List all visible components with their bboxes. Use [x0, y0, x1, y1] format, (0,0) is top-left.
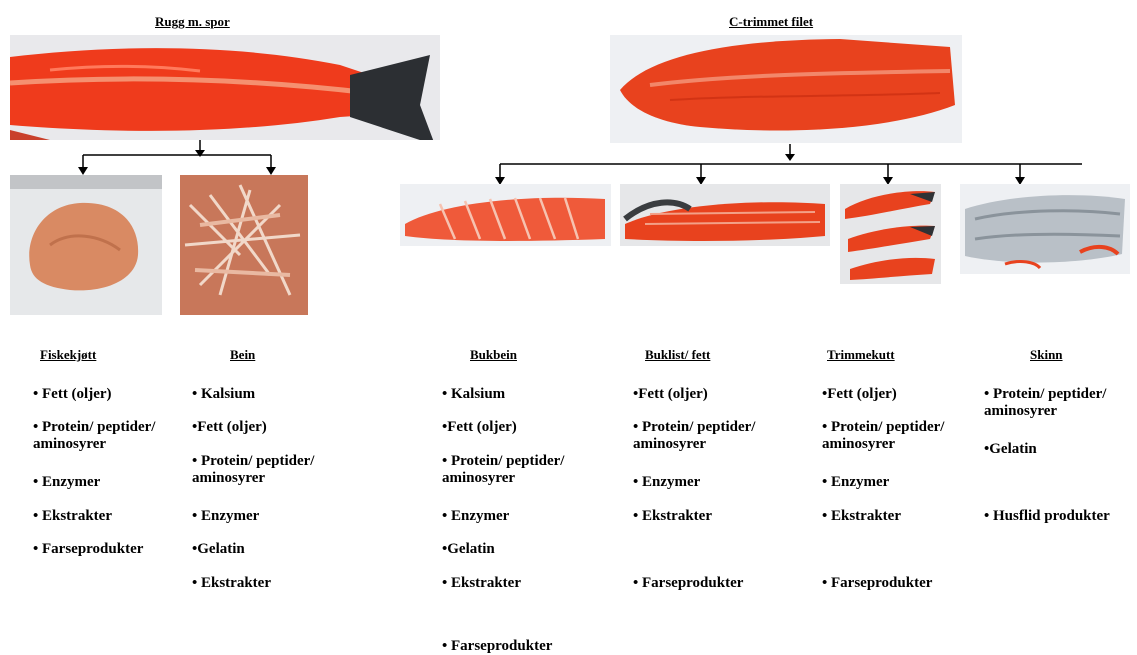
heading-buklist-fett: Buklist/ fett — [645, 347, 710, 363]
list-item: • Farseprodukter — [33, 541, 143, 558]
list-item: • Ekstrakter — [192, 575, 271, 592]
photo-bein — [180, 175, 308, 315]
belly-flap-illustration — [620, 184, 830, 246]
photo-c-trimmed-fillet — [610, 35, 962, 143]
bones-illustration — [180, 175, 308, 315]
skin-illustration — [960, 184, 1130, 274]
list-item: • Enzymer — [442, 508, 509, 525]
list-item: • Ekstrakter — [633, 508, 712, 525]
list-item: • Protein/ peptider/ aminosyrer — [33, 419, 155, 453]
list-item: • Ekstrakter — [442, 575, 521, 592]
list-item: • Enzymer — [192, 508, 259, 525]
mince-illustration — [10, 175, 162, 315]
list-item: •Fett (oljer) — [192, 419, 267, 436]
list-item: • Farseprodukter — [442, 638, 552, 655]
list-item: • Protein/ peptider/ aminosyrer — [442, 453, 564, 487]
list-item: • Enzymer — [822, 474, 889, 491]
backbone-illustration — [10, 35, 440, 140]
list-item: •Fett (oljer) — [822, 386, 897, 403]
list-item: • Protein/ peptider/ aminosyrer — [984, 386, 1106, 420]
list-item: •Gelatin — [442, 541, 495, 558]
list-item: •Fett (oljer) — [442, 419, 517, 436]
list-item: •Fett (oljer) — [633, 386, 708, 403]
photo-buklist-fett — [620, 184, 830, 246]
list-item: • Protein/ peptider/ aminosyrer — [633, 419, 755, 453]
belly-bones-illustration — [400, 184, 611, 246]
fillet-illustration — [610, 35, 962, 143]
list-item: • Husflid produkter — [984, 508, 1110, 525]
list-item: • Farseprodukter — [822, 575, 932, 592]
list-item: • Ekstrakter — [33, 508, 112, 525]
heading-fiskekjott: Fiskekjøtt — [40, 347, 96, 363]
list-item: • Enzymer — [33, 474, 100, 491]
heading-skinn: Skinn — [1030, 347, 1063, 363]
heading-trimmekutt: Trimmekutt — [827, 347, 895, 363]
list-item: • Kalsium — [442, 386, 505, 403]
list-item: • Fett (oljer) — [33, 386, 112, 403]
list-item: •Gelatin — [984, 441, 1037, 458]
photo-trimmekutt — [840, 184, 941, 284]
list-item: • Farseprodukter — [633, 575, 743, 592]
heading-bukbein: Bukbein — [470, 347, 517, 363]
title-rugg: Rugg m. spor — [155, 14, 230, 30]
title-c-trimmet-filet: C-trimmet filet — [729, 14, 813, 30]
photo-bukbein — [400, 184, 611, 246]
trimmings-illustration — [840, 184, 941, 284]
heading-bein: Bein — [230, 347, 255, 363]
photo-backbone-with-tail — [10, 35, 440, 140]
list-item: • Enzymer — [633, 474, 700, 491]
photo-skinn — [960, 184, 1130, 274]
photo-fiskekjott — [10, 175, 162, 315]
list-item: •Gelatin — [192, 541, 245, 558]
list-item: • Kalsium — [192, 386, 255, 403]
list-item: • Protein/ peptider/ aminosyrer — [192, 453, 314, 487]
list-item: • Protein/ peptider/ aminosyrer — [822, 419, 944, 453]
list-item: • Ekstrakter — [822, 508, 901, 525]
